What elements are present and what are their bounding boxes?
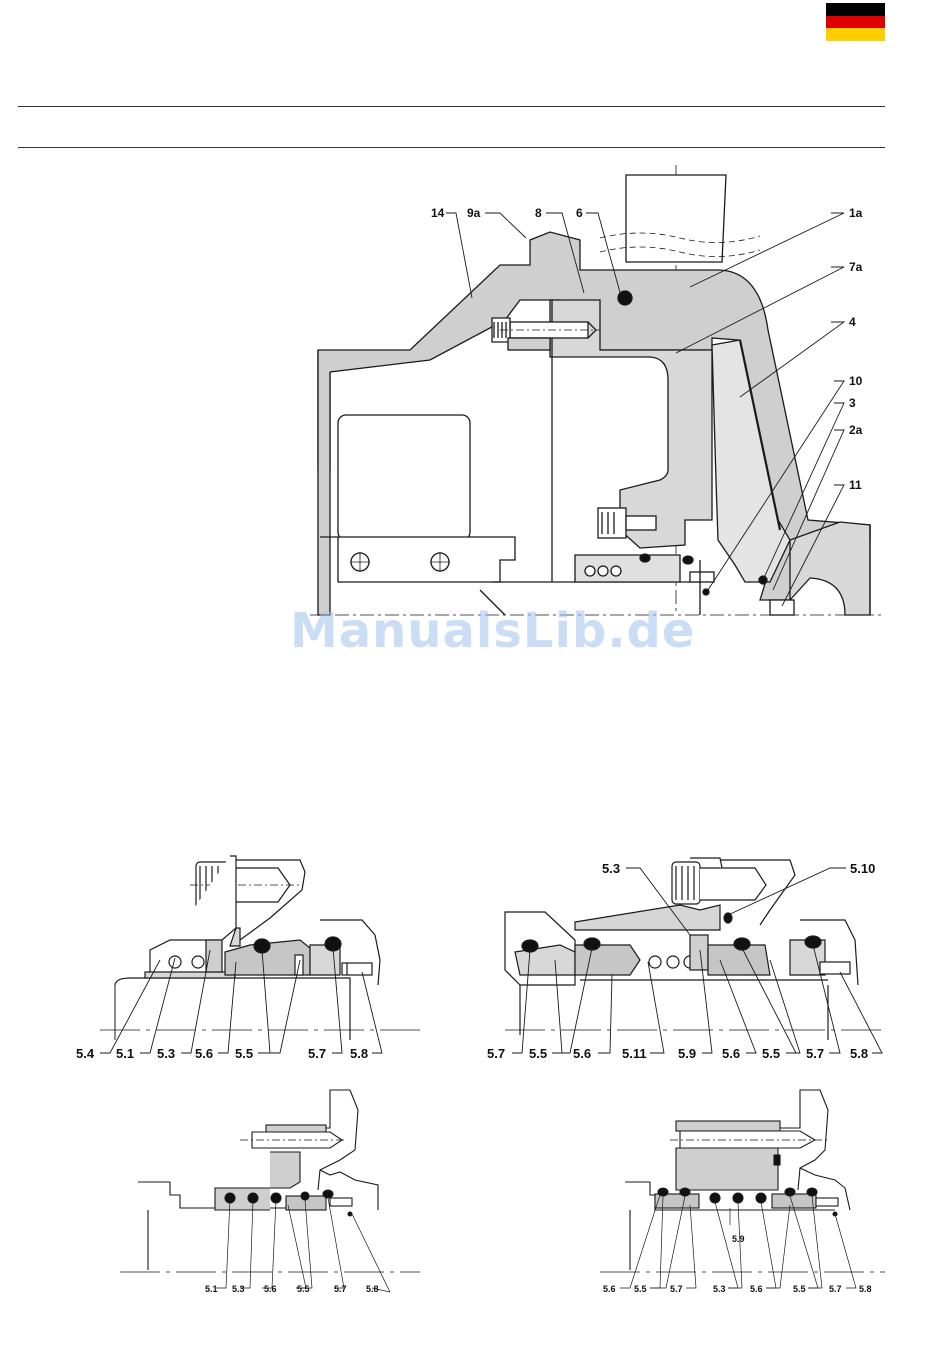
watermark-text: ManualsLib.de xyxy=(290,603,695,659)
main-label-6: 6 xyxy=(576,206,583,220)
main-label-3: 3 xyxy=(849,396,856,410)
svg-text:9a: 9a xyxy=(467,206,481,220)
tr-label-5-7b: 5.7 xyxy=(806,1046,824,1061)
br-label-5-7b: 5.7 xyxy=(829,1284,842,1294)
main-label-4: 4 xyxy=(849,315,856,329)
detail-bottom-left xyxy=(120,1090,420,1272)
tr-label-5-8: 5.8 xyxy=(850,1046,868,1061)
br-label-5-6b: 5.6 xyxy=(750,1284,763,1294)
tl-label-5-1: 5.1 xyxy=(116,1046,134,1061)
detail-bottom-left-labels: 5.1 5.3 5.6 5.5 5.7 5.8 xyxy=(205,1198,390,1294)
main-label-7a: 7a xyxy=(849,260,863,274)
svg-text:10: 10 xyxy=(849,374,863,388)
br-label-5-5a: 5.5 xyxy=(634,1284,647,1294)
main-assembly-drawing xyxy=(310,165,885,615)
tr-label-5-10: 5.10 xyxy=(850,861,875,876)
bl-label-5-8: 5.8 xyxy=(366,1284,379,1294)
tl-label-5-4: 5.4 xyxy=(76,1046,95,1061)
tl-label-5-7: 5.7 xyxy=(308,1046,326,1061)
main-label-8: 8 xyxy=(535,206,542,220)
detail-bottom-right xyxy=(600,1090,885,1272)
svg-text:6: 6 xyxy=(576,206,583,220)
br-label-5-8: 5.8 xyxy=(859,1284,872,1294)
svg-text:8: 8 xyxy=(535,206,542,220)
main-label-1a: 1a xyxy=(849,206,863,220)
tl-label-5-5: 5.5 xyxy=(235,1046,253,1061)
tr-label-5-6a: 5.6 xyxy=(573,1046,591,1061)
tr-label-5-7a: 5.7 xyxy=(487,1046,505,1061)
svg-text:7a: 7a xyxy=(849,260,863,274)
bl-label-5-7: 5.7 xyxy=(334,1284,347,1294)
svg-text:11: 11 xyxy=(849,478,862,492)
tl-label-5-6: 5.6 xyxy=(195,1046,213,1061)
br-label-5-6a: 5.6 xyxy=(603,1284,616,1294)
tr-label-5-9: 5.9 xyxy=(678,1046,696,1061)
svg-text:1a: 1a xyxy=(849,206,863,220)
bl-label-5-1: 5.1 xyxy=(205,1284,218,1294)
svg-text:3: 3 xyxy=(849,396,856,410)
svg-text:4: 4 xyxy=(849,315,856,329)
detail-top-right xyxy=(505,858,885,1040)
br-label-5-3: 5.3 xyxy=(713,1284,726,1294)
main-label-10: 10 xyxy=(849,374,863,388)
tr-label-5-11: 5.11 xyxy=(622,1046,647,1061)
br-label-5-9: 5.9 xyxy=(732,1234,745,1244)
br-label-5-5b: 5.5 xyxy=(793,1284,806,1294)
main-label-9a: 9a xyxy=(467,206,481,220)
tr-label-5-5b: 5.5 xyxy=(762,1046,780,1061)
tl-label-5-3: 5.3 xyxy=(157,1046,175,1061)
main-label-11: 11 xyxy=(849,478,862,492)
bl-label-5-5: 5.5 xyxy=(297,1284,310,1294)
tr-label-5-6b: 5.6 xyxy=(722,1046,740,1061)
bl-label-5-6: 5.6 xyxy=(264,1284,277,1294)
bl-label-5-3: 5.3 xyxy=(232,1284,245,1294)
br-label-5-7a: 5.7 xyxy=(670,1284,683,1294)
main-label-14: 14 xyxy=(431,206,445,220)
tr-label-5-5a: 5.5 xyxy=(529,1046,547,1061)
tr-label-5-3: 5.3 xyxy=(602,861,620,876)
tl-label-5-8: 5.8 xyxy=(350,1046,368,1061)
svg-text:2a: 2a xyxy=(849,423,863,437)
svg-text:14: 14 xyxy=(431,206,445,220)
main-label-2a: 2a xyxy=(849,423,863,437)
